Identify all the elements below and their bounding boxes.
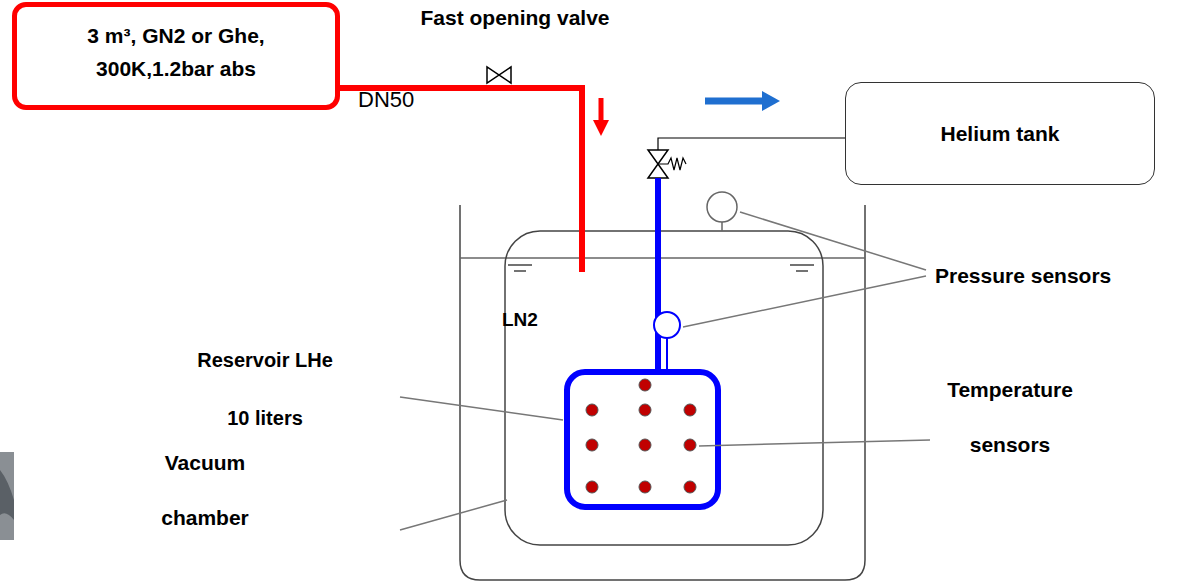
level-mark (508, 264, 532, 266)
pipe-size-label: DN50 (358, 86, 438, 114)
valve-symbol (487, 67, 511, 83)
flow-arrow (599, 98, 604, 122)
sensor-stem (721, 222, 723, 231)
temperature-sensor (586, 439, 598, 451)
sensor-label: Temperature sensors (935, 362, 1085, 472)
pressure-sensor (654, 312, 680, 338)
lhe-reservoir (567, 372, 718, 507)
vacuum-chamber (505, 231, 823, 545)
sensor-stem (666, 338, 668, 372)
leader-line (683, 276, 926, 327)
volume-label: 10 liters (170, 404, 360, 432)
temperature-sensor (639, 439, 651, 451)
temperature-sensor (639, 481, 651, 493)
level-mark (790, 264, 814, 266)
liquid-level (460, 257, 865, 259)
flow-arrow (705, 98, 764, 105)
temperature-sensor (639, 379, 651, 391)
temperature-sensor (684, 481, 696, 493)
valve-label: Fast opening valve (380, 4, 650, 32)
flow-arrow (762, 91, 780, 111)
leader-line (400, 397, 563, 420)
box-text: Helium tank (940, 121, 1059, 147)
photo-fragment (0, 470, 14, 520)
sensor-label: Pressure sensors (935, 262, 1195, 290)
reservoir-label: Reservoir LHe (170, 346, 360, 374)
helium-pipe (655, 178, 661, 372)
level-mark (796, 270, 808, 272)
flow-arrow (593, 120, 609, 136)
gas-reservoir-box: 3 m³, GN2 or Ghe, 300K,1.2bar abs (12, 2, 340, 110)
helium-line (658, 138, 845, 150)
photo-fragment (0, 452, 14, 540)
leader-line (699, 440, 930, 446)
helium-tank-box: Helium tank (845, 82, 1155, 185)
ln2-bath (460, 205, 865, 580)
temperature-sensor (586, 481, 598, 493)
valve-spring (658, 158, 686, 170)
temperature-sensor (639, 404, 651, 416)
leader-line (400, 500, 507, 530)
leader-line (740, 212, 926, 270)
temperature-sensor (684, 439, 696, 451)
bath-label: LN2 (502, 308, 562, 332)
temperature-sensor (684, 404, 696, 416)
gas-pipe (340, 88, 582, 272)
chamber-label: Vacuum chamber (130, 435, 280, 545)
temperature-sensor-dots (586, 379, 696, 493)
box-text: 3 m³, GN2 or Ghe, 300K,1.2bar abs (45, 19, 307, 85)
pressure-sensor (707, 192, 737, 222)
level-mark (514, 270, 526, 272)
temperature-sensor (586, 404, 598, 416)
